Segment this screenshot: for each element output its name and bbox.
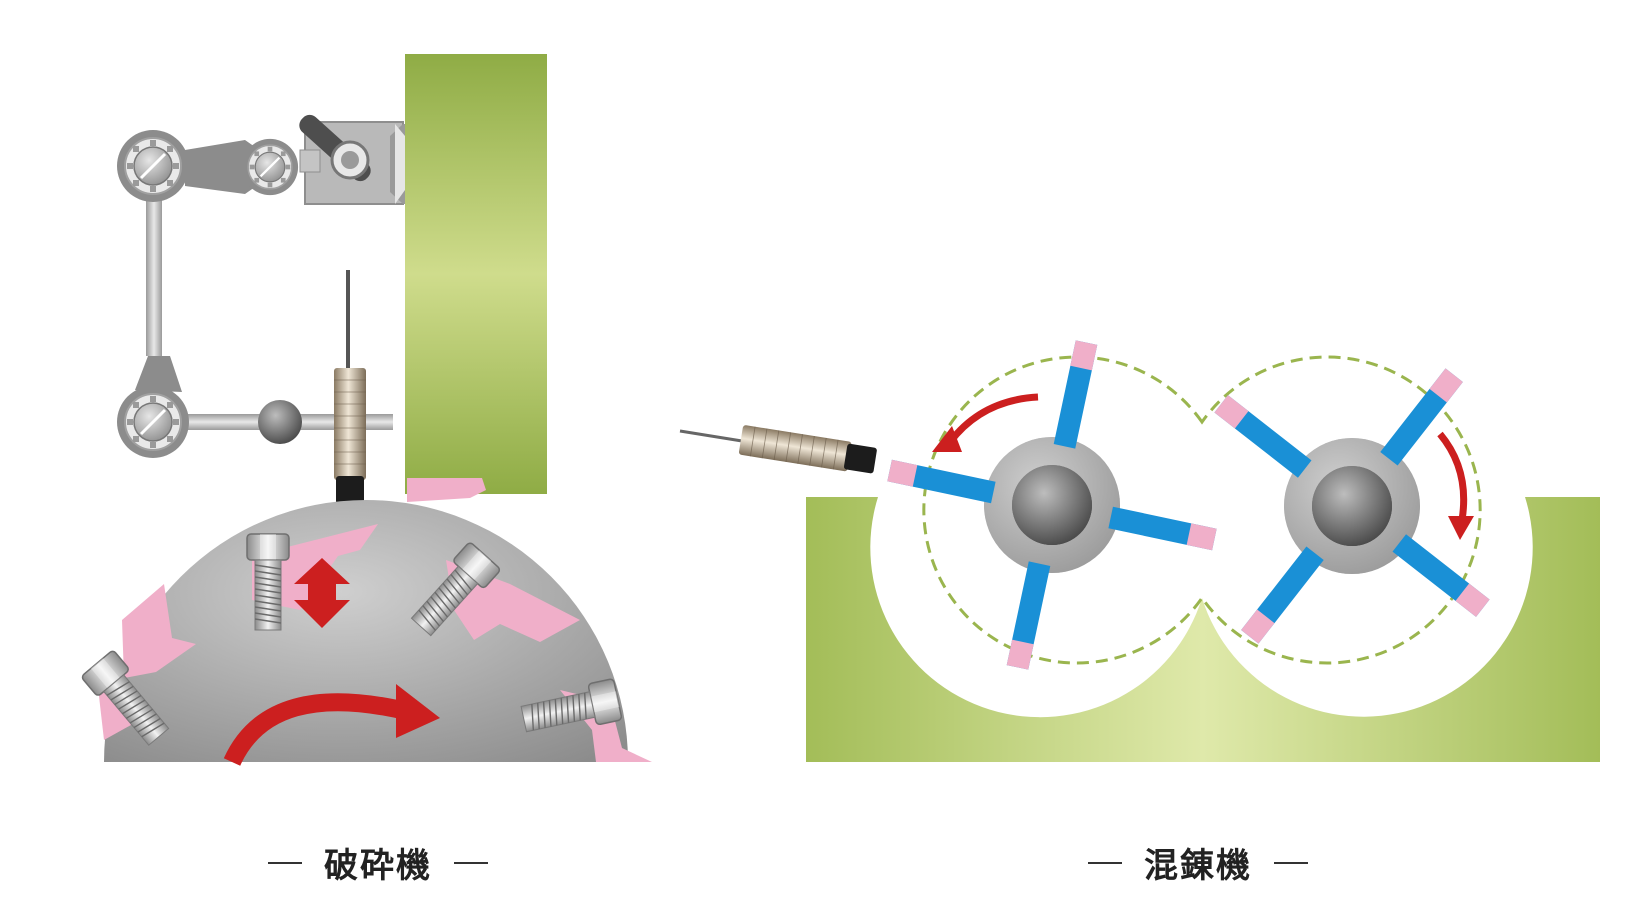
caption-crusher: 破砕機	[178, 838, 578, 887]
proximity-sensor-horizontal	[679, 425, 877, 474]
caption-crusher-text: 破砕機	[324, 846, 432, 886]
roller-ball	[258, 400, 302, 444]
proximity-sensor-vertical	[334, 270, 366, 504]
kneader-diagram	[679, 340, 1600, 762]
linkage-arm-top	[185, 140, 262, 194]
crusher-diagram	[80, 54, 652, 766]
rotation-arrow-crusher	[223, 684, 440, 766]
caption-kneader: 混錬機	[998, 838, 1398, 887]
kneader-rotor-right	[1214, 368, 1490, 644]
pivot-bearing-bottom	[115, 384, 191, 460]
kneader-rotor-left	[887, 340, 1217, 670]
caption-dash-right	[454, 861, 488, 864]
caption-kneader-text: 混錬機	[1144, 846, 1252, 886]
caption-dash-left	[268, 861, 302, 864]
linkage-rod-vertical	[146, 186, 162, 356]
caption-dash-right	[1274, 861, 1308, 864]
pivot-bearing-top	[115, 128, 191, 204]
kneader-trough	[806, 497, 1600, 762]
green-plate	[405, 54, 547, 494]
caption-dash-left	[1088, 861, 1122, 864]
pivot-bearing-mid	[240, 137, 300, 197]
vertical-double-arrow	[294, 558, 350, 628]
pink-fragment	[407, 478, 486, 502]
